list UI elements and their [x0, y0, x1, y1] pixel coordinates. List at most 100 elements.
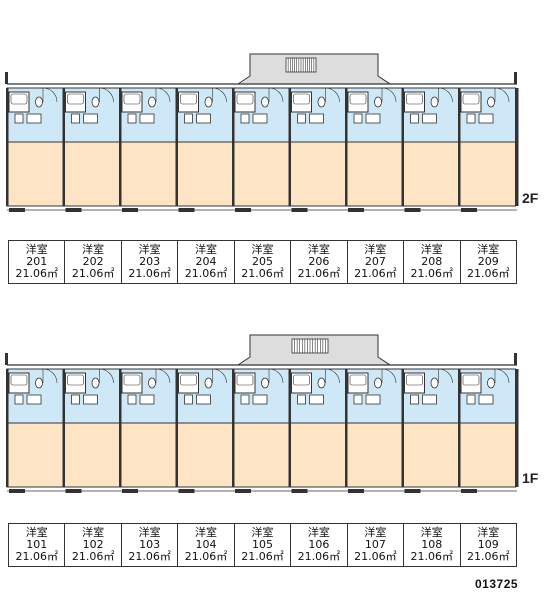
toilet: [317, 377, 326, 389]
washer-space: [410, 113, 419, 124]
bathtub: [67, 93, 84, 105]
door-swing: [381, 368, 397, 384]
room: [63, 141, 121, 207]
toilet: [487, 377, 495, 389]
washer-space: [353, 113, 363, 124]
kitchen-counter: [252, 113, 268, 124]
door-swing: [494, 368, 510, 384]
kitchen-counter: [139, 394, 155, 405]
door-swing: [212, 368, 227, 384]
kitchen-counter: [196, 113, 211, 124]
washer-space: [410, 394, 419, 405]
washer-space: [14, 394, 24, 405]
washer-space: [240, 113, 250, 124]
corridor-end-wall: [514, 353, 517, 365]
unit-bath: [8, 372, 30, 394]
kitchen-counter: [478, 113, 494, 124]
bathtub: [123, 93, 141, 105]
room: [289, 141, 347, 207]
bathtub: [10, 93, 28, 105]
door-swing: [438, 87, 453, 103]
room: [6, 422, 64, 488]
kitchen-counter: [83, 113, 98, 124]
door-swing: [99, 368, 114, 384]
room: [176, 422, 234, 488]
corridor-end-wall: [5, 353, 8, 365]
unit-bath: [65, 372, 86, 394]
unit-bath: [347, 372, 369, 394]
washer-space: [297, 394, 306, 405]
party-wall: [516, 88, 519, 206]
washer-space: [466, 394, 476, 405]
party-wall: [119, 88, 122, 206]
bathtub: [67, 374, 84, 386]
bathtub: [462, 374, 480, 386]
washer-space: [184, 394, 193, 405]
party-wall: [458, 369, 461, 487]
party-wall: [62, 88, 65, 206]
property-code: 013725: [475, 577, 519, 591]
unit-bath: [8, 91, 30, 113]
room: [6, 141, 64, 207]
toilet: [91, 377, 100, 389]
room: [232, 141, 290, 207]
toilet: [204, 96, 213, 108]
toilet: [148, 96, 156, 108]
toilet: [91, 96, 100, 108]
unit-bath: [404, 91, 425, 113]
party-wall: [345, 88, 348, 206]
bathtub: [293, 93, 310, 105]
door-swing: [268, 87, 284, 103]
washer-space: [297, 113, 306, 124]
toilet: [430, 96, 439, 108]
toilet: [487, 96, 495, 108]
party-wall: [288, 369, 291, 487]
unit-bath: [291, 372, 312, 394]
party-wall: [232, 88, 235, 206]
party-wall: [401, 88, 404, 206]
door-swing: [99, 87, 114, 103]
party-wall: [232, 369, 235, 487]
room: [289, 422, 347, 488]
kitchen-counter: [422, 394, 437, 405]
unit-bath: [234, 91, 256, 113]
washer-space: [240, 394, 250, 405]
kitchen-counter: [365, 394, 381, 405]
unit-bath: [404, 372, 425, 394]
toilet: [204, 377, 213, 389]
kitchen-counter: [139, 113, 155, 124]
room: [402, 141, 460, 207]
washer-space: [466, 113, 476, 124]
toilet: [430, 377, 439, 389]
toilet: [374, 96, 382, 108]
party-wall: [119, 369, 122, 487]
door-swing: [155, 368, 171, 384]
door-swing: [268, 368, 284, 384]
room: [232, 422, 290, 488]
party-wall: [401, 369, 404, 487]
bathtub: [180, 374, 197, 386]
toilet: [35, 96, 43, 108]
party-wall: [6, 88, 9, 206]
kitchen-counter: [26, 113, 42, 124]
washer-space: [353, 394, 363, 405]
